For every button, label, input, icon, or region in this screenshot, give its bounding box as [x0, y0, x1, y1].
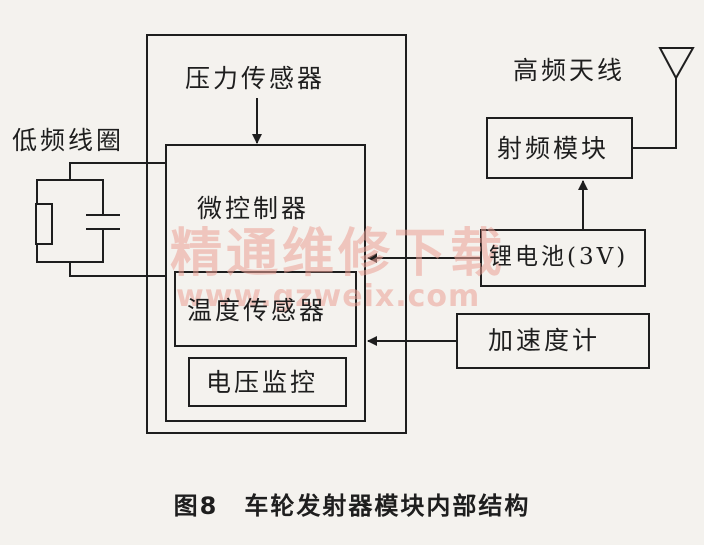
lf-coil-label: 低频线圈 [12, 126, 125, 155]
accelerometer-label: 加速度计 [488, 326, 601, 355]
module-outer-box [146, 34, 407, 434]
inductor-icon [35, 203, 53, 245]
figure-title: 车轮发射器模块内部结构 [244, 492, 531, 520]
battery-box [480, 229, 646, 287]
figure-caption: 图8 车轮发射器模块内部结构 [0, 494, 704, 518]
voltage-monitor-label: 电压监控 [206, 368, 319, 397]
lf-coil-wire-top [69, 162, 166, 180]
figure-number: 图8 [173, 492, 219, 520]
battery-label: 锂电池(3V) [489, 244, 629, 270]
voltage-monitor-box [188, 357, 347, 407]
lf-coil-wire-bottom [69, 262, 166, 277]
pressure-sensor-label: 压力传感器 [185, 64, 326, 93]
antenna-wire [632, 78, 677, 149]
antenna-icon [658, 47, 695, 81]
temperature-sensor-label: 温度传感器 [187, 296, 328, 325]
temperature-sensor-box [174, 271, 357, 347]
watermark-url: www.gzweix.com [176, 279, 481, 314]
accelerometer-box [456, 313, 650, 369]
watermark-text: 精通维修下载 [170, 224, 507, 284]
microcontroller-label: 微控制器 [197, 194, 310, 223]
microcontroller-box [165, 144, 366, 422]
rf-module-label: 射频模块 [497, 134, 610, 163]
hf-antenna-label: 高频天线 [513, 56, 626, 85]
